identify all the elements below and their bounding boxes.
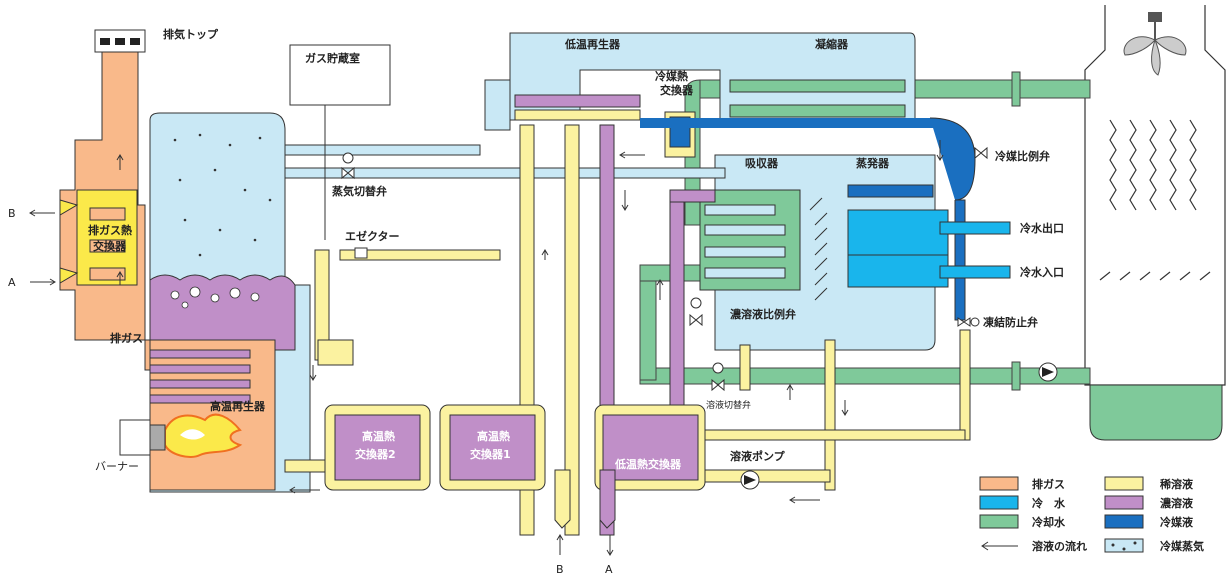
svg-text:交換器: 交換器 [660,83,694,97]
high-temp-regen-label: 高温再生器 [210,399,266,413]
legend-label-exhaust: 排ガス [1032,477,1065,491]
port-b-bottom-label: B [556,563,564,576]
svg-text:交換器2: 交換器2 [355,447,396,461]
solution-pump-label: 溶液ポンプ [730,449,786,463]
refrigerant-valve-label: 冷媒比例弁 [995,149,1050,163]
port-b-left-label: B [8,207,16,220]
absorber-label: 吸収器 [745,157,779,170]
legend-swatch-concentrated [1104,495,1144,510]
legend-arrow-icon [981,541,1018,551]
flow-arrows [29,140,944,556]
legend-swatch-refrigerant [1104,514,1144,529]
conc-valve-label: 濃溶液比例弁 [730,307,796,321]
steam-valve-label: 蒸気切替弁 [332,184,387,198]
legend-swatch-vapor [1104,538,1144,553]
svg-text:交換器: 交換器 [93,239,127,253]
refrigerant-hx-label: 冷媒熱 [655,69,688,83]
low-temp-hx-label: 低温熱交換器 [614,457,682,471]
fan-icon [1123,12,1187,76]
burner-label: バーナー [95,460,139,473]
chilled-out-label: 冷水出口 [1020,221,1064,235]
freeze-valve-icon [957,317,971,327]
legend: 排ガス 稀溶液 冷 水 濃溶液 冷却水 冷媒液 溶液の流れ 冷媒蒸気 [979,476,1204,553]
hx2-label: 高温熱 [362,429,395,443]
port-a-bottom-label: A [605,563,613,576]
freeze-valve-label: 凍結防止弁 [983,315,1038,329]
solution-switch-valve-label: 溶液切替弁 [706,399,751,411]
legend-swatch-cooling [979,514,1019,529]
port-a-left-label: A [8,276,16,289]
low-temp-regen-label: 低温再生器 [564,37,621,51]
legend-label-chilled: 冷 水 [1032,496,1066,510]
water-spray [1099,119,1211,281]
legend-label-concentrated: 濃溶液 [1160,496,1194,510]
legend-swatch-chilled [979,495,1019,510]
legend-label-flow: 溶液の流れ [1032,539,1087,553]
heat-exchangers [324,362,1058,491]
legend-label-vapor: 冷媒蒸気 [1160,539,1204,553]
exhaust-stack [59,29,201,371]
hx1-label: 高温熱 [477,429,510,443]
exhaust-top-label: 排気トップ [163,27,219,41]
legend-label-cooling: 冷却水 [1032,515,1066,529]
high-temp-regenerator [119,112,311,493]
gas-storage-label: ガス貯蔵室 [305,51,360,65]
conc-valve-icon [689,313,703,327]
exhaust-hx-label: 排ガス熱 [88,223,132,237]
refrigerant-valve-icon [974,146,988,160]
legend-swatch-exhaust [979,476,1019,491]
ejector-label: エゼクター [345,229,400,243]
cooling-tower [1084,5,1226,441]
solution-switch-valve-icon [711,378,725,392]
legend-swatch-dilute [1104,476,1144,491]
evaporator-label: 蒸発器 [856,156,890,170]
chilled-in-label: 冷水入口 [1020,265,1064,279]
legend-label-refrigerant: 冷媒液 [1160,515,1194,529]
evaporator-absorber [699,154,1011,351]
condenser-label: 凝縮器 [815,37,849,51]
svg-text:交換器1: 交換器1 [470,447,511,461]
valves [341,146,988,392]
steam-switch-valve-icon [341,166,355,180]
exhaust-gas-label: 排ガス [110,331,143,345]
gas-storage-room [289,44,391,106]
legend-label-dilute: 稀溶液 [1160,477,1194,491]
solution-pipes [284,124,971,536]
